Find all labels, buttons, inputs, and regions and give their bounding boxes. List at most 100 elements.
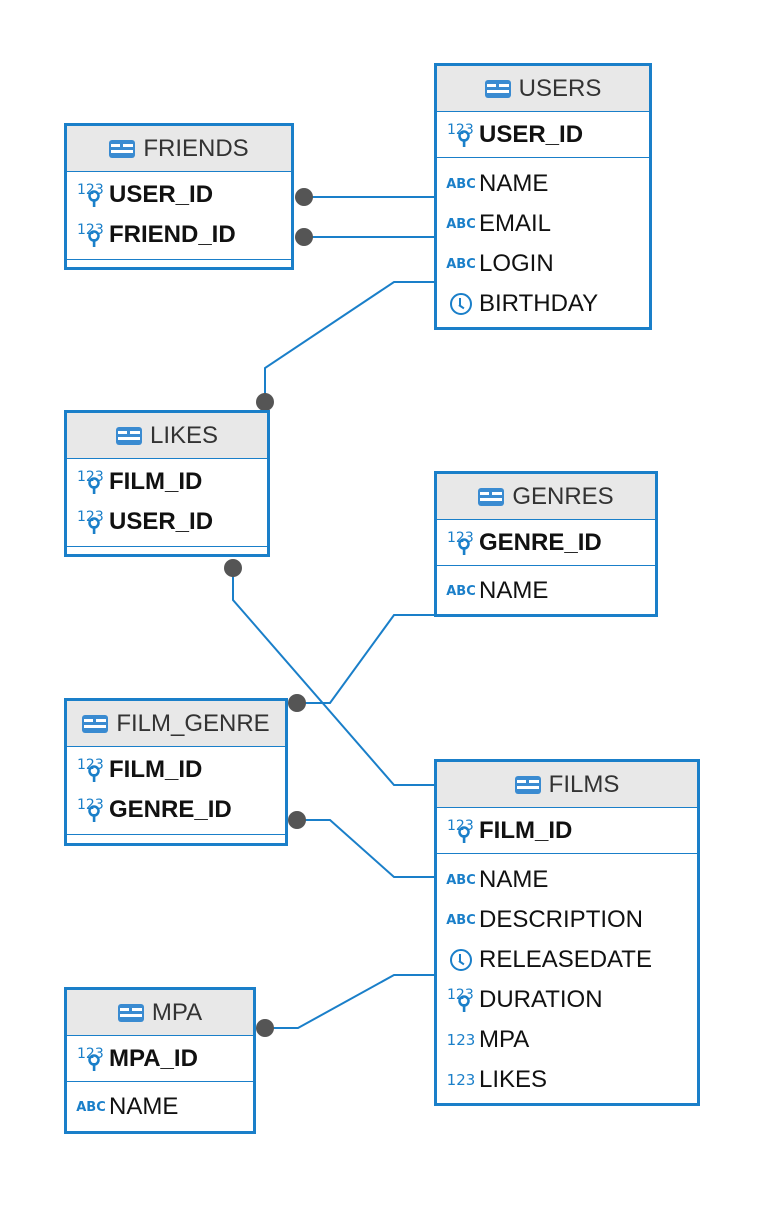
column-name: MPA — [479, 1026, 530, 1053]
section-divider — [67, 546, 267, 550]
column-row[interactable]: ABC NAME — [437, 860, 697, 900]
entity-header[interactable]: GENRES — [437, 474, 655, 520]
column-name: GENRE_ID — [479, 528, 602, 556]
entity-header[interactable]: FILM_GENRE — [67, 701, 285, 747]
column-name: RELEASEDATE — [479, 946, 652, 973]
entity-likes[interactable]: LIKES 123 FILM_ID 123 USER_ID — [64, 410, 270, 557]
entity-friends[interactable]: FRIENDS 123 USER_ID 123 FRIEND_ID — [64, 123, 294, 270]
numeric-key-icon: 123 — [73, 508, 109, 536]
column-row[interactable]: RELEASEDATE — [437, 940, 697, 980]
entity-mpa[interactable]: MPA 123 MPA_ID ABC NAME — [64, 987, 256, 1134]
entity-title: MPA — [151, 998, 203, 1026]
column-name: LIKES — [479, 1066, 548, 1093]
numeric-key-icon: 123 — [73, 756, 109, 784]
numeric-key-icon: 123 — [73, 796, 109, 824]
table-icon — [117, 1003, 144, 1022]
clock-icon — [450, 949, 472, 971]
entity-title: USERS — [518, 74, 602, 102]
numeric-key-icon: 123 — [443, 817, 479, 845]
column-name: FILM_ID — [479, 816, 573, 844]
link-likes-films — [232, 568, 436, 786]
column-name: FRIEND_ID — [109, 221, 236, 248]
column-row[interactable]: ABC NAME — [437, 164, 649, 204]
column-name: NAME — [109, 1093, 179, 1120]
column-row[interactable]: ABC LOGIN — [437, 244, 649, 284]
entity-films[interactable]: FILMS 123 FILM_ID ABC NAME ABC DESCRIPTI… — [434, 759, 700, 1106]
text-abc-icon: ABC — [446, 216, 476, 232]
column-name: BIRTHDAY — [479, 290, 599, 317]
column-name: LOGIN — [479, 250, 554, 277]
link-likes-users — [264, 281, 436, 402]
column-row[interactable]: 123 GENRE_ID — [67, 790, 285, 830]
column-name: MPA_ID — [109, 1044, 198, 1072]
column-name: GENRE_ID — [109, 796, 232, 823]
numeric-icon: 123 — [446, 1071, 476, 1089]
text-abc-icon: ABC — [446, 176, 476, 192]
text-abc-icon: ABC — [446, 912, 476, 928]
numeric-key-icon: 123 — [443, 529, 479, 557]
column-name: NAME — [479, 170, 549, 197]
column-row[interactable]: 123 MPA — [437, 1020, 697, 1060]
table-icon — [478, 487, 505, 506]
entity-title: LIKES — [149, 421, 219, 449]
primary-key-row[interactable]: 123 GENRE_ID — [437, 520, 655, 566]
text-abc-icon: ABC — [446, 872, 476, 888]
entity-genres[interactable]: GENRES 123 GENRE_ID ABC NAME — [434, 471, 658, 617]
entity-header[interactable]: LIKES — [67, 413, 267, 459]
column-row[interactable]: 123 FRIEND_ID — [67, 215, 291, 255]
entity-title: GENRES — [512, 482, 614, 510]
entity-film-genre[interactable]: FILM_GENRE 123 FILM_ID 123 GENRE_ID — [64, 698, 288, 846]
entity-title: FILMS — [548, 770, 620, 798]
column-name: USER_ID — [109, 181, 214, 208]
table-icon — [115, 426, 142, 445]
column-row[interactable]: 123 USER_ID — [67, 175, 291, 215]
numeric-icon: 123 — [446, 1031, 476, 1049]
entity-header[interactable]: MPA — [67, 990, 253, 1036]
section-divider — [67, 834, 285, 838]
column-row[interactable]: ABC EMAIL — [437, 204, 649, 244]
numeric-key-icon: 123 — [73, 221, 109, 249]
section-divider — [67, 259, 291, 263]
column-name: NAME — [479, 866, 549, 893]
primary-key-row[interactable]: 123 MPA_ID — [67, 1036, 253, 1082]
text-abc-icon: ABC — [446, 256, 476, 272]
table-icon — [514, 775, 541, 794]
column-row[interactable]: 123 DURATION — [437, 980, 697, 1020]
connector-dot — [295, 188, 313, 206]
connector-dot — [256, 1019, 274, 1037]
column-row[interactable]: 123 LIKES — [437, 1060, 697, 1100]
entity-header[interactable]: USERS — [437, 66, 649, 112]
entity-users[interactable]: USERS 123 USER_ID ABC NAME ABC EMAIL ABC… — [434, 63, 652, 330]
numeric-key-icon: 123 — [443, 121, 479, 149]
link-filmgenre-films — [297, 819, 436, 878]
column-name: EMAIL — [479, 210, 552, 237]
numeric-key-icon: 123 — [73, 1045, 109, 1073]
column-row[interactable]: ABC DESCRIPTION — [437, 900, 697, 940]
column-row[interactable]: ABC NAME — [437, 571, 655, 611]
column-row[interactable]: 123 FILM_ID — [67, 462, 267, 502]
primary-key-row[interactable]: 123 FILM_ID — [437, 808, 697, 854]
column-name: DESCRIPTION — [479, 906, 644, 933]
connector-dot — [288, 811, 306, 829]
column-name: USER_ID — [109, 508, 214, 535]
link-filmgenre-genres — [297, 614, 436, 704]
text-abc-icon: ABC — [446, 583, 476, 599]
column-name: FILM_ID — [109, 756, 203, 783]
column-row[interactable]: 123 FILM_ID — [67, 750, 285, 790]
entity-header[interactable]: FRIENDS — [67, 126, 291, 172]
connector-dot — [224, 559, 242, 577]
numeric-key-icon: 123 — [73, 181, 109, 209]
entity-title: FRIENDS — [143, 134, 249, 162]
column-row[interactable]: 123 USER_ID — [67, 502, 267, 542]
column-row[interactable]: ABC NAME — [67, 1087, 253, 1127]
column-name: USER_ID — [479, 120, 584, 148]
column-name: DURATION — [479, 986, 603, 1013]
numeric-key-icon: 123 — [73, 468, 109, 496]
table-icon — [82, 714, 109, 733]
entity-header[interactable]: FILMS — [437, 762, 697, 808]
column-row[interactable]: BIRTHDAY — [437, 284, 649, 324]
primary-key-row[interactable]: 123 USER_ID — [437, 112, 649, 158]
clock-icon — [450, 293, 472, 315]
column-name: FILM_ID — [109, 468, 203, 495]
